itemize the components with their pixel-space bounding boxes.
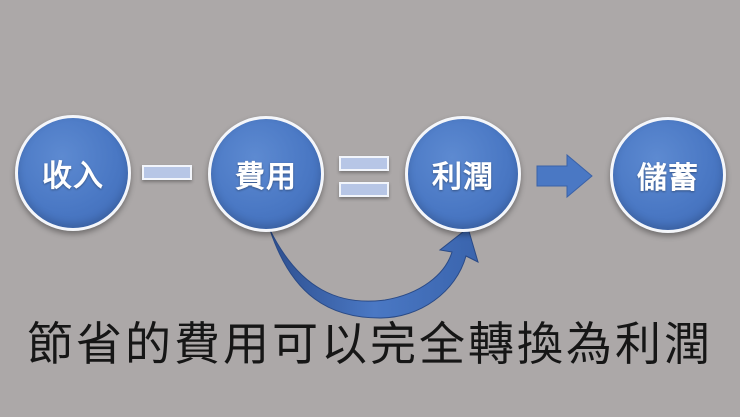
node-profit-label: 利潤 <box>432 160 494 195</box>
node-savings: 儲蓄 <box>610 117 726 233</box>
node-expense-label: 費用 <box>235 160 297 195</box>
node-income: 收入 <box>15 115 131 231</box>
curved-arrow-body <box>269 227 479 319</box>
equals-operator-bottom <box>339 182 389 197</box>
right-arrow-icon <box>536 153 593 199</box>
node-expense: 費用 <box>208 116 324 232</box>
caption-text: 節省的費用可以完全轉換為利潤 <box>27 317 713 371</box>
node-savings-label: 儲蓄 <box>637 161 699 196</box>
node-profit: 利潤 <box>405 116 521 232</box>
equals-operator-top <box>339 156 389 171</box>
minus-operator <box>142 165 192 180</box>
node-income-label: 收入 <box>42 159 104 194</box>
